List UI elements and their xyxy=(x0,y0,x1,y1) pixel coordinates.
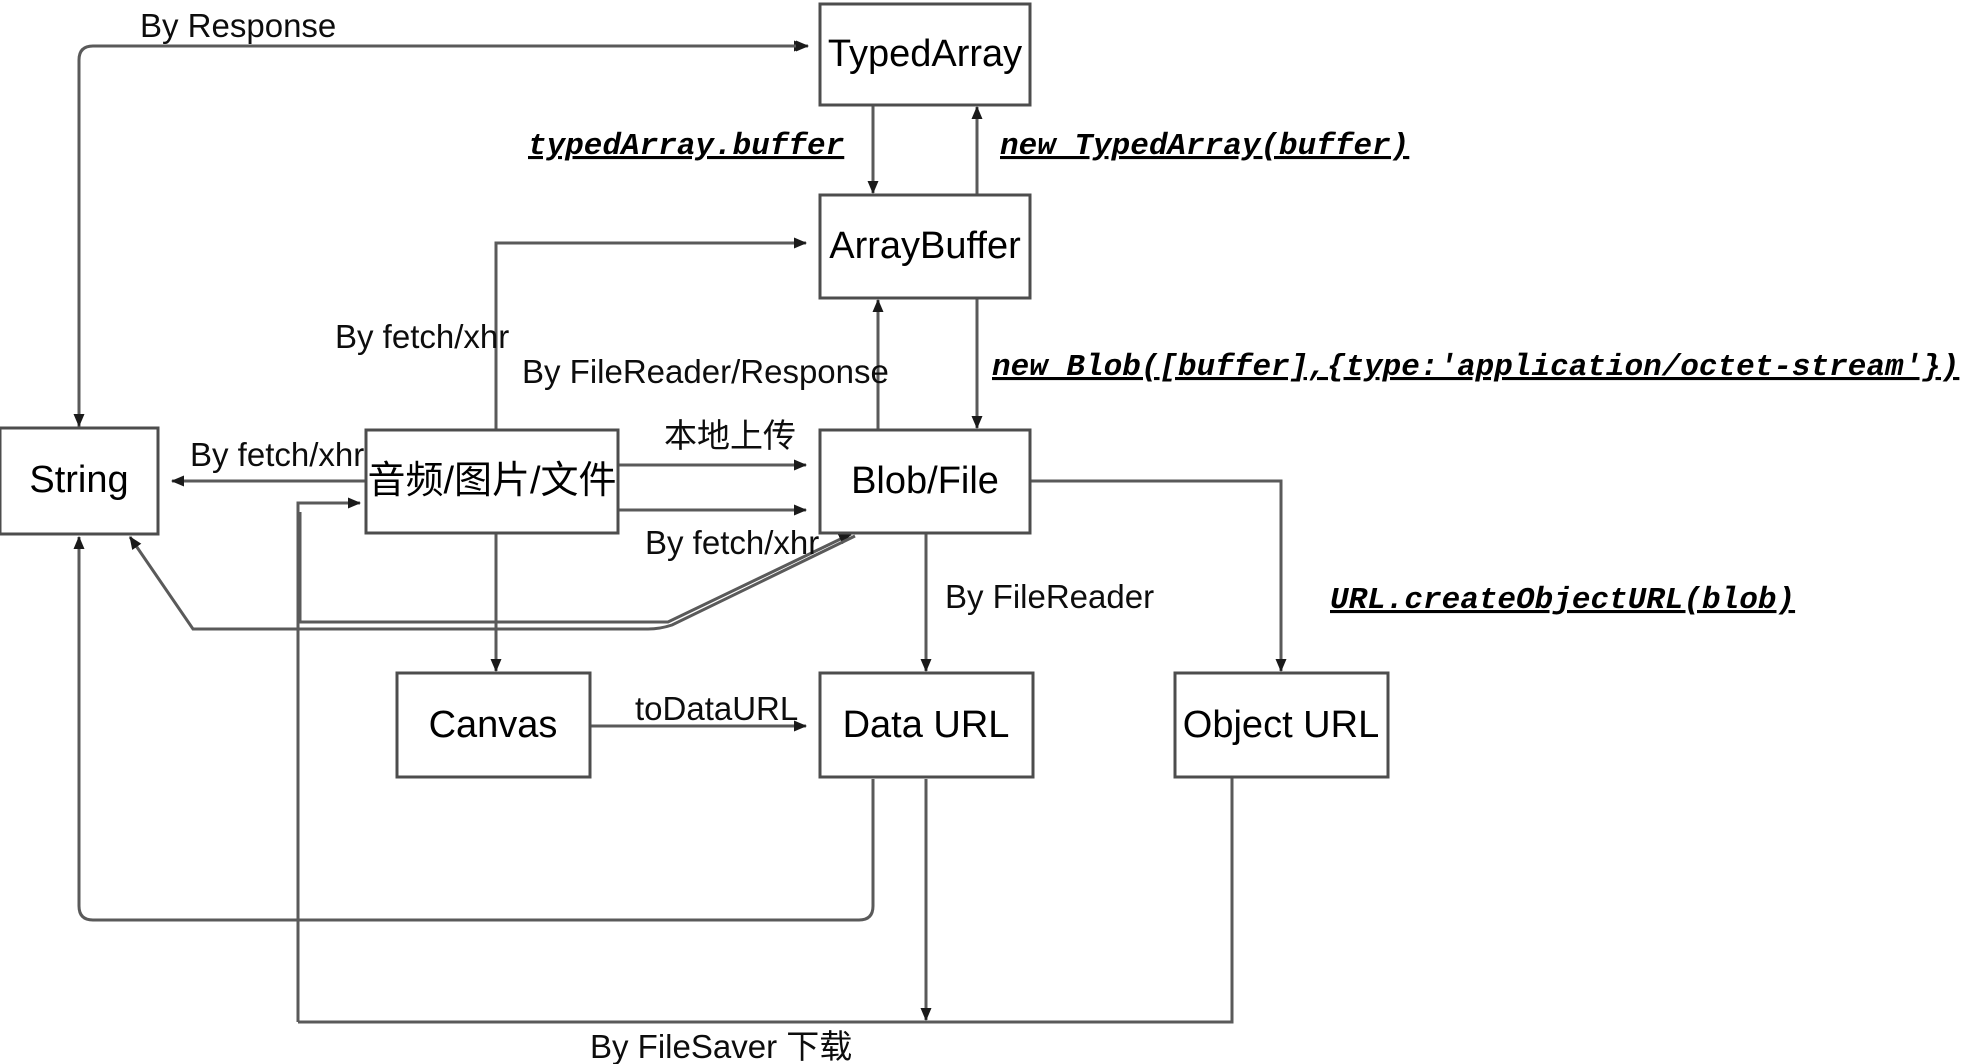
edge-bottom-rail-to-media xyxy=(296,497,361,1022)
edge-label-string-blob: By fetch/xhr xyxy=(645,524,819,561)
node-media[interactable]: 音频/图片/文件 xyxy=(364,428,620,535)
node-label-canvas: Canvas xyxy=(429,704,558,746)
node-arraybuffer[interactable]: ArrayBuffer xyxy=(818,193,1032,300)
edge-string-to-blob xyxy=(298,512,852,624)
node-label-media: 音频/图片/文件 xyxy=(367,460,616,502)
node-label-typedarray: TypedArray xyxy=(828,33,1022,75)
edge-dataurl-to-string xyxy=(73,536,875,922)
node-blobfile[interactable]: Blob/File xyxy=(818,428,1032,535)
node-label-objecturl: Object URL xyxy=(1183,704,1379,746)
node-label-string: String xyxy=(29,459,128,501)
node-label-blobfile: Blob/File xyxy=(851,460,999,502)
edge-label-blob-to-arraybuffer: By FileReader/Response xyxy=(522,353,889,390)
node-layer: TypedArray ArrayBuffer String 音频/图片/文件 B… xyxy=(0,2,1390,779)
edge-media-to-arraybuffer xyxy=(494,237,807,430)
edge-label-blob-dataurl: By FileReader xyxy=(945,578,1154,615)
node-canvas[interactable]: Canvas xyxy=(395,671,592,779)
edge-layer xyxy=(73,40,1287,1024)
edge-label-todataurl: toDataURL xyxy=(635,690,798,727)
edge-label-by-response: By Response xyxy=(140,7,336,44)
edge-by-response xyxy=(77,40,807,470)
edge-label-layer: By Response typedArray.buffer new TypedA… xyxy=(140,7,1959,1064)
edge-label-new-blob: new Blob([buffer],{type:'application/oct… xyxy=(992,350,1959,385)
node-string[interactable]: String xyxy=(0,426,160,536)
edge-blob-to-objecturl xyxy=(1030,479,1287,672)
node-label-arraybuffer: ArrayBuffer xyxy=(829,225,1021,267)
edge-objecturl-filesaver xyxy=(298,777,1234,1024)
edge-label-filesaver: By FileSaver 下载 xyxy=(590,1028,852,1064)
edge-label-media-upload: 本地上传 xyxy=(664,417,796,454)
edge-label-typedarray-buffer: typedArray.buffer xyxy=(528,129,844,164)
node-dataurl[interactable]: Data URL xyxy=(818,671,1035,779)
node-objecturl[interactable]: Object URL xyxy=(1173,671,1390,779)
edge-label-createobjecturl: URL.createObjectURL(blob) xyxy=(1330,583,1795,618)
edge-label-media-to-arraybuffer: By fetch/xhr xyxy=(335,318,509,355)
edge-label-new-typedarray: new TypedArray(buffer) xyxy=(1000,129,1409,164)
node-label-dataurl: Data URL xyxy=(843,704,1010,746)
node-typedarray[interactable]: TypedArray xyxy=(818,2,1032,107)
edge-label-media-to-string: By fetch/xhr xyxy=(190,436,364,473)
edge-blob-to-string xyxy=(128,534,856,631)
